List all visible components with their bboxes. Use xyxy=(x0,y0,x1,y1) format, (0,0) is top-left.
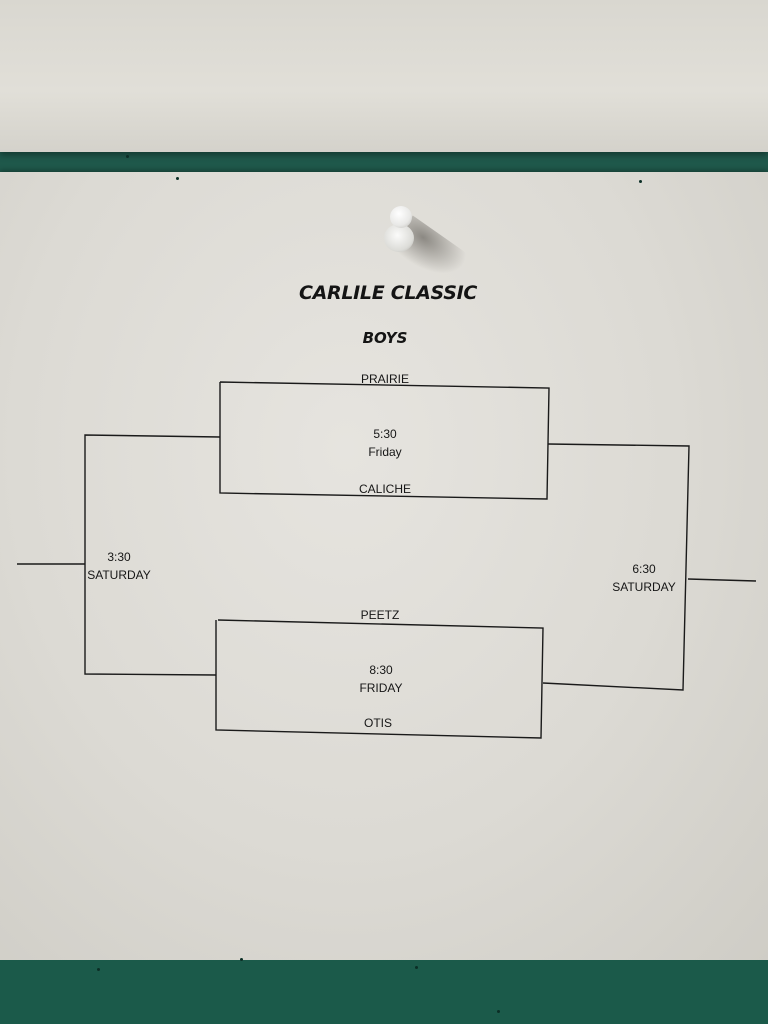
championship-bracket-line xyxy=(542,443,690,691)
game1-day: Friday xyxy=(368,445,402,459)
consolation-day: SATURDAY xyxy=(87,568,151,582)
push-pin-icon xyxy=(380,206,420,256)
game1-bracket-line xyxy=(219,381,550,500)
bracket-paper-sheet xyxy=(0,172,768,962)
consolation-time: 3:30 xyxy=(107,550,131,564)
division-label: BOYS xyxy=(362,329,408,347)
staple-mark xyxy=(415,966,418,969)
game2-time: 8:30 xyxy=(369,663,393,677)
game2-team-top: PEETZ xyxy=(360,608,400,622)
paper-sheet-top xyxy=(0,0,768,152)
staple-mark xyxy=(240,958,243,961)
championship-output-line xyxy=(687,578,757,582)
consolation-bracket-line xyxy=(84,434,221,676)
game2-bracket-line xyxy=(215,619,544,739)
staple-mark xyxy=(639,180,642,183)
championship-day: SATURDAY xyxy=(612,580,676,594)
staple-mark xyxy=(126,155,129,158)
game2-team-bottom: OTIS xyxy=(363,716,392,730)
game1-team-top: PRAIRIE xyxy=(360,372,409,386)
staple-mark xyxy=(97,968,100,971)
game1-team-bottom: CALICHE xyxy=(358,482,411,496)
staple-mark xyxy=(176,177,179,180)
green-board-bottom xyxy=(0,960,768,1024)
bracket-title: CARLILE CLASSIC xyxy=(298,282,478,304)
championship-time: 6:30 xyxy=(632,562,656,576)
staple-mark xyxy=(497,1010,500,1013)
game1-time: 5:30 xyxy=(373,427,397,441)
game2-day: FRIDAY xyxy=(359,681,403,695)
